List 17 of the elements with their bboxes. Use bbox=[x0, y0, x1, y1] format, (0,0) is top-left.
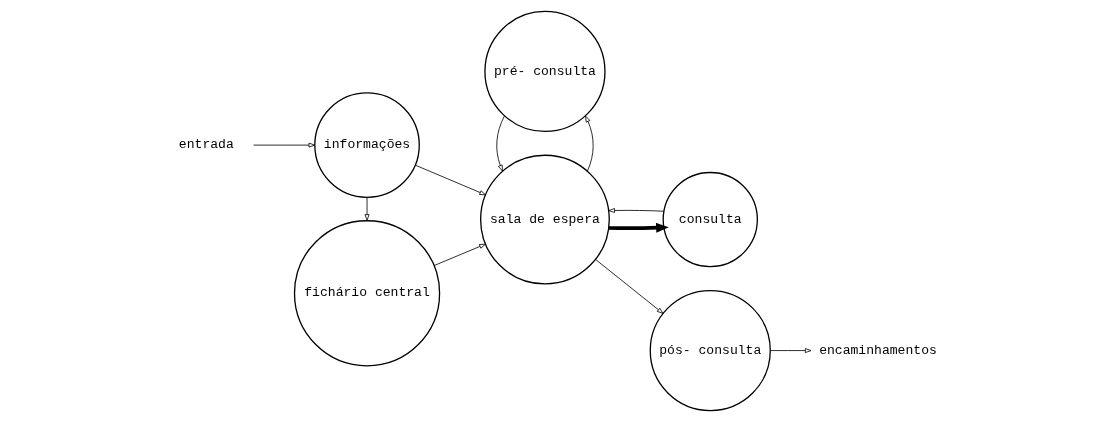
arrow bbox=[252, 142, 315, 148]
node-text: encaminhamentos bbox=[818, 342, 937, 358]
node-circle: informações bbox=[313, 92, 420, 198]
node-circle: pré- consulta bbox=[483, 10, 606, 133]
arrow bbox=[414, 164, 486, 196]
node-circle: fichário central bbox=[293, 220, 440, 367]
arrow bbox=[608, 222, 669, 233]
arrow bbox=[769, 348, 811, 353]
arrow bbox=[607, 208, 664, 213]
arrow bbox=[364, 197, 369, 221]
arrow bbox=[584, 115, 594, 172]
arrow bbox=[495, 115, 505, 172]
node-circle: consulta bbox=[662, 171, 758, 268]
arrow bbox=[433, 243, 486, 266]
arrow bbox=[594, 259, 663, 314]
node-circle: pós- consulta bbox=[649, 289, 771, 412]
node-text: entrada bbox=[178, 137, 234, 153]
